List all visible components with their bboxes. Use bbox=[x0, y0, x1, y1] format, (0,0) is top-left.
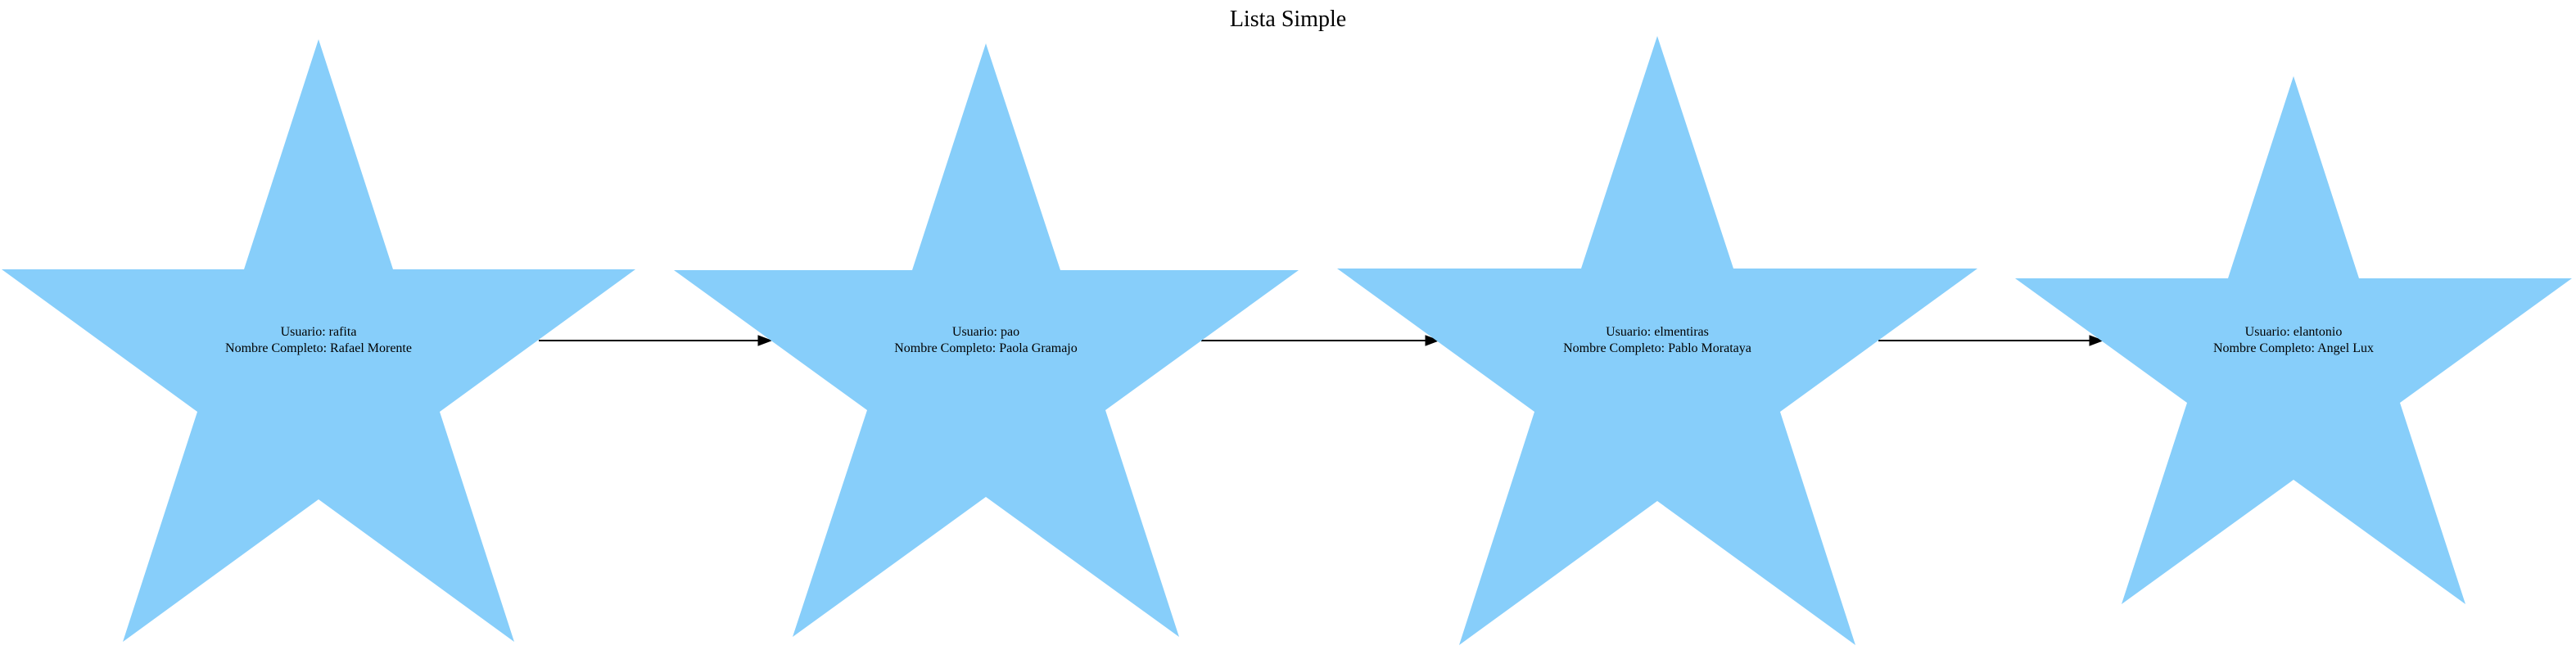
edge-arrowhead bbox=[2089, 335, 2104, 346]
node-user-label: Usuario: rafita bbox=[281, 325, 357, 339]
node-user-label: Usuario: elantonio bbox=[2245, 325, 2343, 339]
star-node-shape bbox=[2, 39, 635, 642]
list-node: Usuario: elmentiras Nombre Completo: Pab… bbox=[1337, 36, 1977, 645]
node-fullname-label: Nombre Completo: Angel Lux bbox=[2213, 341, 2374, 355]
edges-layer bbox=[539, 335, 2104, 346]
node-fullname-label: Nombre Completo: Paola Gramajo bbox=[894, 341, 1078, 355]
star-node-shape bbox=[674, 43, 1299, 637]
star-node-shape bbox=[2015, 76, 2572, 604]
list-node: Usuario: elantonio Nombre Completo: Ange… bbox=[2015, 76, 2572, 604]
nodes-layer: Usuario: rafita Nombre Completo: Rafael … bbox=[2, 36, 2572, 645]
list-node: Usuario: pao Nombre Completo: Paola Gram… bbox=[674, 43, 1299, 637]
diagram-title: Lista Simple bbox=[1230, 7, 1346, 32]
node-user-label: Usuario: pao bbox=[952, 325, 1019, 339]
edge-arrowhead bbox=[1425, 335, 1440, 346]
list-node: Usuario: rafita Nombre Completo: Rafael … bbox=[2, 39, 635, 642]
node-user-label: Usuario: elmentiras bbox=[1606, 325, 1709, 339]
node-fullname-label: Nombre Completo: Pablo Morataya bbox=[1563, 341, 1751, 355]
node-fullname-label: Nombre Completo: Rafael Morente bbox=[225, 341, 412, 355]
star-node-shape bbox=[1337, 36, 1977, 645]
edge-arrowhead bbox=[757, 335, 773, 346]
